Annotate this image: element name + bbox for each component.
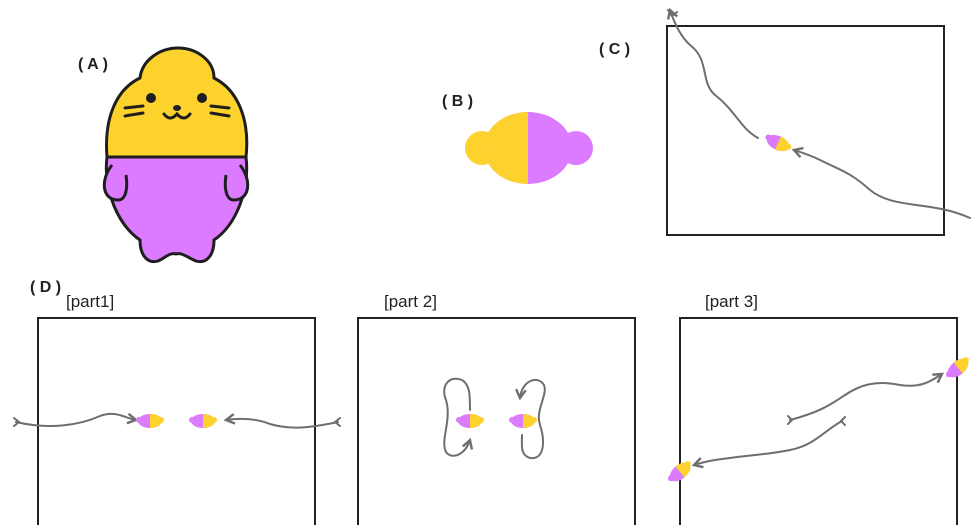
part1-swimmer-left [136,414,164,428]
seal-body-upper [105,46,249,159]
part3-track-upper [789,372,945,421]
part2-track-right [515,378,546,460]
label-c: ( C ) [599,41,630,58]
part1-track-left [15,412,139,427]
part2-track-left [443,377,474,457]
part3-tail-upper [787,415,794,425]
label-b: ( B ) [442,93,473,110]
seal-mascot [102,46,250,264]
seal-right-whiskers [209,104,231,118]
part3-tail-lower [839,416,846,426]
seal-nose [173,105,181,111]
swimmer-top-view [465,112,593,184]
part3-frame [679,317,958,525]
seal-body-lower [104,155,249,264]
label-d: ( D ) [30,279,61,296]
label-part1: [part1] [66,292,114,311]
part2-swimmer-left [456,414,484,428]
part1-swimmer-right [189,414,217,428]
part1-frame [37,317,316,525]
seal-right-eye [197,93,207,103]
seal-left-eye [146,93,156,103]
part2-frame [357,317,636,525]
part1-track-right [223,413,339,429]
part1-tail-left [13,417,21,427]
part2-swimmer-right [509,414,537,428]
seal-mouth [162,111,192,120]
seal-left-flipper [102,164,129,202]
panel-c-swimmer [762,130,794,156]
label-part2: [part 2] [384,292,437,311]
panel-c-frame [666,25,945,236]
panel-c-track-lower [791,146,971,219]
panel-c-track-upper [666,7,759,139]
panel-c-track-tail [667,9,678,17]
seal-right-flipper [223,164,250,202]
seal-left-whiskers [123,104,145,118]
label-part3: [part 3] [705,292,758,311]
label-a: ( A ) [78,56,108,73]
part3-track-lower [691,420,843,469]
part1-tail-right [333,417,341,427]
